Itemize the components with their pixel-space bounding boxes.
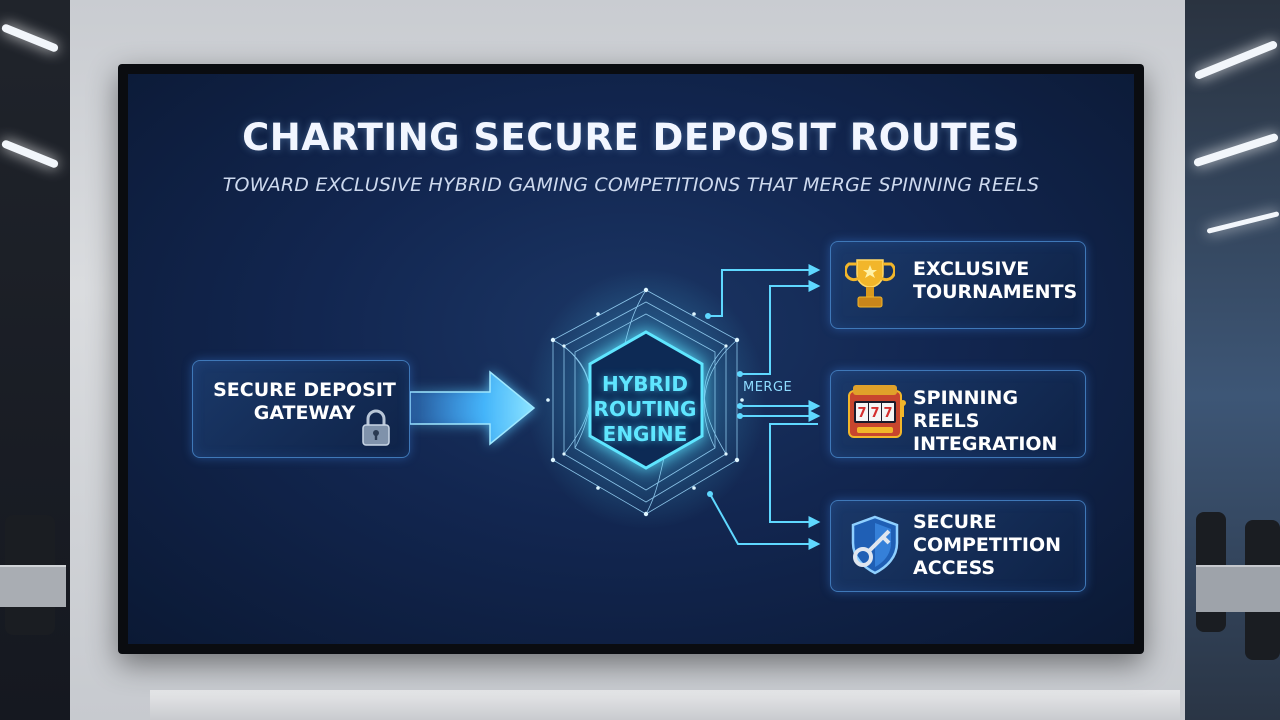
engine-hexagon: [588, 330, 704, 470]
output-connectors: [708, 264, 821, 550]
slide-subtitle: TOWARD EXCLUSIVE HYBRID GAMING COMPETITI…: [222, 174, 1040, 196]
merge-label: MERGE: [743, 380, 793, 395]
access-line1: SECURE: [913, 511, 997, 533]
tournaments-line2: TOURNAMENTS: [913, 281, 1078, 303]
engine-line2: ROUTING: [593, 397, 697, 421]
table: [0, 565, 66, 607]
secure-competition-access-box: SECURE COMPETITION ACCESS: [830, 500, 1086, 592]
shield-key-icon: [851, 515, 899, 575]
access-line2: COMPETITION: [913, 534, 1062, 556]
spinning-reels-integration-box: 7 7 7 SPINNING REELS INTEGRATION: [830, 370, 1086, 458]
screen: CHARTING SECURE DEPOSIT ROUTES TOWARD EX…: [128, 74, 1134, 644]
connector-dots: [705, 313, 743, 497]
connector-access: [769, 423, 821, 528]
gateway-label-line1: SECURE DEPOSIT: [213, 379, 396, 401]
connector-tournaments: [708, 264, 821, 317]
secure-deposit-gateway-box: SECURE DEPOSIT GATEWAY: [192, 360, 410, 458]
svg-text:7: 7: [857, 406, 866, 421]
tournaments-line1: EXCLUSIVE: [913, 258, 1030, 280]
gateway-label-line2: GATEWAY: [253, 402, 356, 424]
connector-access-2: [709, 493, 821, 550]
svg-text:7: 7: [883, 406, 892, 421]
trophy-icon: [845, 259, 895, 308]
flow-diagram: [409, 264, 821, 550]
exclusive-tournaments-box: EXCLUSIVE TOURNAMENTS: [830, 241, 1086, 329]
engine-line3: ENGINE: [602, 422, 688, 446]
main-flow-arrow: [409, 370, 536, 446]
reels-line2: INTEGRATION: [913, 433, 1058, 455]
slot-machine-icon: 7 7 7: [848, 385, 906, 438]
slide-title: CHARTING SECURE DEPOSIT ROUTES: [242, 116, 1020, 159]
console-table: [150, 690, 1180, 720]
padlock-icon: [362, 409, 390, 446]
tv-display: CHARTING SECURE DEPOSIT ROUTES TOWARD EX…: [118, 64, 1144, 654]
engine-line1: HYBRID: [602, 372, 688, 396]
access-line3: ACCESS: [913, 557, 996, 579]
svg-text:7: 7: [870, 406, 879, 421]
reels-line1: SPINNING REELS: [913, 387, 1019, 432]
table: [1196, 565, 1280, 612]
connector-tournaments-2: [740, 280, 821, 375]
network-nodes: [546, 287, 744, 517]
hybrid-routing-engine-label: HYBRID ROUTING ENGINE: [574, 372, 716, 447]
